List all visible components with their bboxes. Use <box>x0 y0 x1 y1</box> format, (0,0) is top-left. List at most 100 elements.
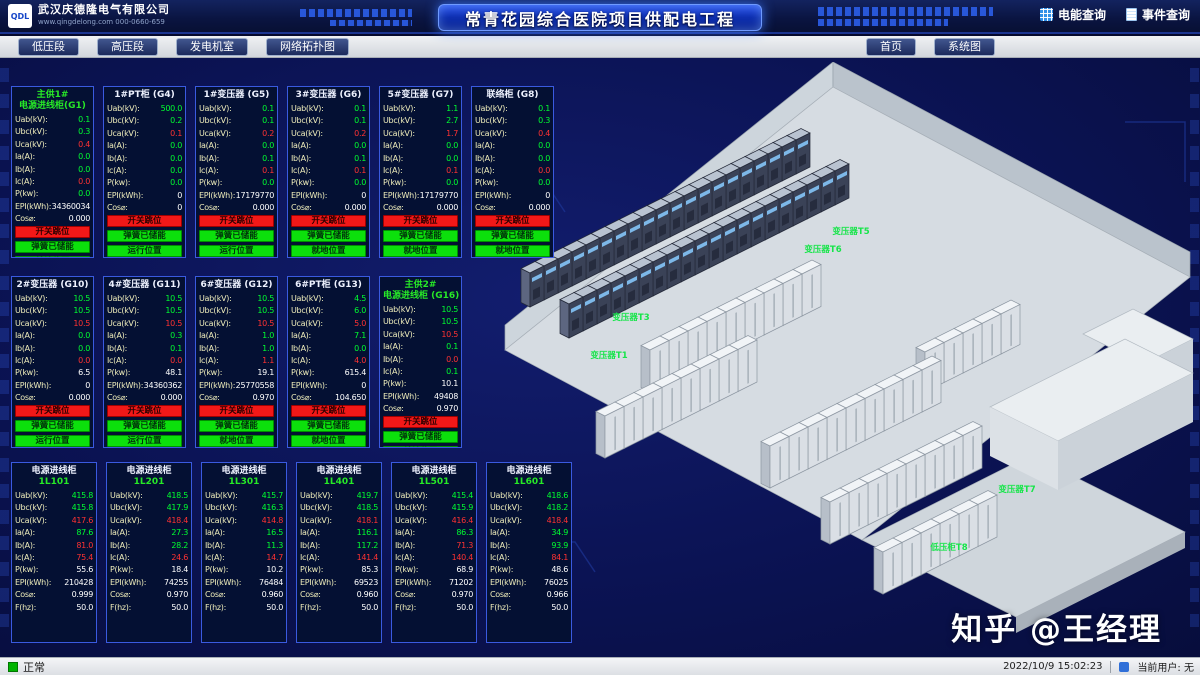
metric-row: P(kw):0.0 <box>15 189 90 199</box>
nav-system-diagram[interactable]: 系统图 <box>934 37 995 56</box>
event-query-button[interactable]: 事件查询 <box>1125 6 1190 23</box>
panel-title: 电源进线柜 <box>31 466 77 476</box>
room-equipment-label: 变压器T7 <box>998 484 1035 495</box>
metric-row: Ic(A):141.4 <box>300 553 378 563</box>
metric-row: Ib(A):0.0 <box>15 343 90 353</box>
metric-row: Ia(A):116.1 <box>300 528 378 538</box>
metric-row: Uab(kV):415.8 <box>15 491 93 500</box>
status-text: 正常 <box>23 660 45 674</box>
nav-home[interactable]: 首页 <box>866 37 916 56</box>
metric-row: Ib(A):81.0 <box>15 540 93 550</box>
panel-title: 1L601 <box>513 477 545 487</box>
nav-generator-room[interactable]: 发电机室 <box>176 37 248 56</box>
nav-low-voltage-section[interactable]: 低压段 <box>18 37 79 56</box>
metric-row: Ia(A):0.0 <box>15 152 90 162</box>
panel-title: 1L101 <box>38 477 70 487</box>
metric-row: Ib(A):0.0 <box>291 343 366 353</box>
energy-grid-icon <box>1039 8 1053 21</box>
metric-row: P(kw):19.1 <box>199 368 274 378</box>
metric-row: EPI(kWh):0 <box>15 380 90 390</box>
metric-row: F(hz):50.0 <box>110 602 188 612</box>
status-badge: 运行位置 <box>15 434 90 447</box>
metric-row: Uab(kV):1.1 <box>383 104 458 113</box>
metric-row: P(kw):0.0 <box>383 178 458 188</box>
metric-row: Uca(kV):417.6 <box>15 515 93 525</box>
metric-row: Ubc(kV):6.0 <box>291 306 366 316</box>
metric-row: Uab(kV):0.1 <box>15 115 90 124</box>
metric-row: EPI(kWh):0 <box>107 190 182 200</box>
nav-network-topology[interactable]: 网络拓扑图 <box>266 37 349 56</box>
metric-row: Cos⌀:0.999 <box>15 590 93 600</box>
metric-row: Uab(kV):418.5 <box>110 491 188 500</box>
metric-row: EPI(kWh):76484 <box>205 577 283 587</box>
metric-row: P(kw):0.0 <box>291 178 366 188</box>
energy-query-button[interactable]: 电能查询 <box>1039 6 1106 23</box>
metric-row: Ubc(kV):0.3 <box>15 127 90 137</box>
status-badge: 开关跳位 <box>15 225 90 238</box>
metric-row: Uca(kV):1.7 <box>383 128 458 138</box>
metric-row: Ib(A):28.2 <box>110 540 188 550</box>
metric-row: Uca(kV):10.5 <box>383 329 458 339</box>
metric-row: Cos⌀:0.960 <box>205 590 283 600</box>
metric-row: Ic(A):0.1 <box>383 166 458 176</box>
panel-title: 主供1# <box>36 90 69 100</box>
metric-row: Ib(A):0.1 <box>199 153 274 163</box>
metric-row: EPI(kWh):74255 <box>110 577 188 587</box>
metric-row: Ubc(kV):0.1 <box>199 116 274 126</box>
status-badge: 就地位置 <box>199 434 274 447</box>
metric-row: Ic(A):84.1 <box>490 553 568 563</box>
metric-row: Uab(kV):10.5 <box>15 294 90 303</box>
room-equipment-label: 低压柜T8 <box>929 542 967 553</box>
metric-row: Ia(A):86.3 <box>395 528 473 538</box>
metric-row: Ia(A):1.0 <box>199 331 274 341</box>
metric-row: Ic(A):24.6 <box>110 553 188 563</box>
company-logo: QDL <box>8 4 32 28</box>
status-badge: 弹簧已储能 <box>199 229 274 242</box>
nav-high-voltage-section[interactable]: 高压段 <box>97 37 158 56</box>
metric-row: Ib(A):0.0 <box>383 153 458 163</box>
energy-query-label: 电能查询 <box>1057 8 1106 22</box>
metric-row: Cos⌀:0.970 <box>395 590 473 600</box>
metric-row: Ib(A):0.0 <box>107 153 182 163</box>
metric-row: Ic(A):0.0 <box>475 166 550 176</box>
metric-row: Ubc(kV):0.3 <box>475 116 550 126</box>
metric-row: Uab(kV):10.5 <box>107 294 182 303</box>
watermark: 知乎 @王经理 <box>951 612 1162 648</box>
metric-row: Ubc(kV):418.5 <box>300 503 378 513</box>
metric-row: Uca(kV):416.4 <box>395 515 473 525</box>
metric-row: Cos⌀:0.970 <box>199 393 274 403</box>
metric-row: Ic(A):14.7 <box>205 553 283 563</box>
metric-row: Cos⌀:104.650 <box>291 393 366 403</box>
status-badge: 弹簧已储能 <box>291 229 366 242</box>
metric-row: Uab(kV):415.4 <box>395 491 473 500</box>
status-badge: 就地位置 <box>383 244 458 257</box>
metric-row: Ib(A):1.0 <box>199 343 274 353</box>
metric-row: Ia(A):87.6 <box>15 528 93 538</box>
company-name: 武汉庆德隆电气有限公司 <box>38 3 170 16</box>
metric-row: EPI(kWh):34360034 <box>15 201 90 211</box>
metric-row: Ic(A):0.1 <box>291 166 366 176</box>
metric-row: Cos⌀:0.000 <box>15 214 90 224</box>
metric-row: P(kw):0.0 <box>475 178 550 188</box>
metric-row: P(kw):18.4 <box>110 565 188 575</box>
nav-bar: 低压段高压段发电机室网络拓扑图 首页系统图 <box>0 36 1200 58</box>
metric-row: Ib(A):0.1 <box>291 153 366 163</box>
